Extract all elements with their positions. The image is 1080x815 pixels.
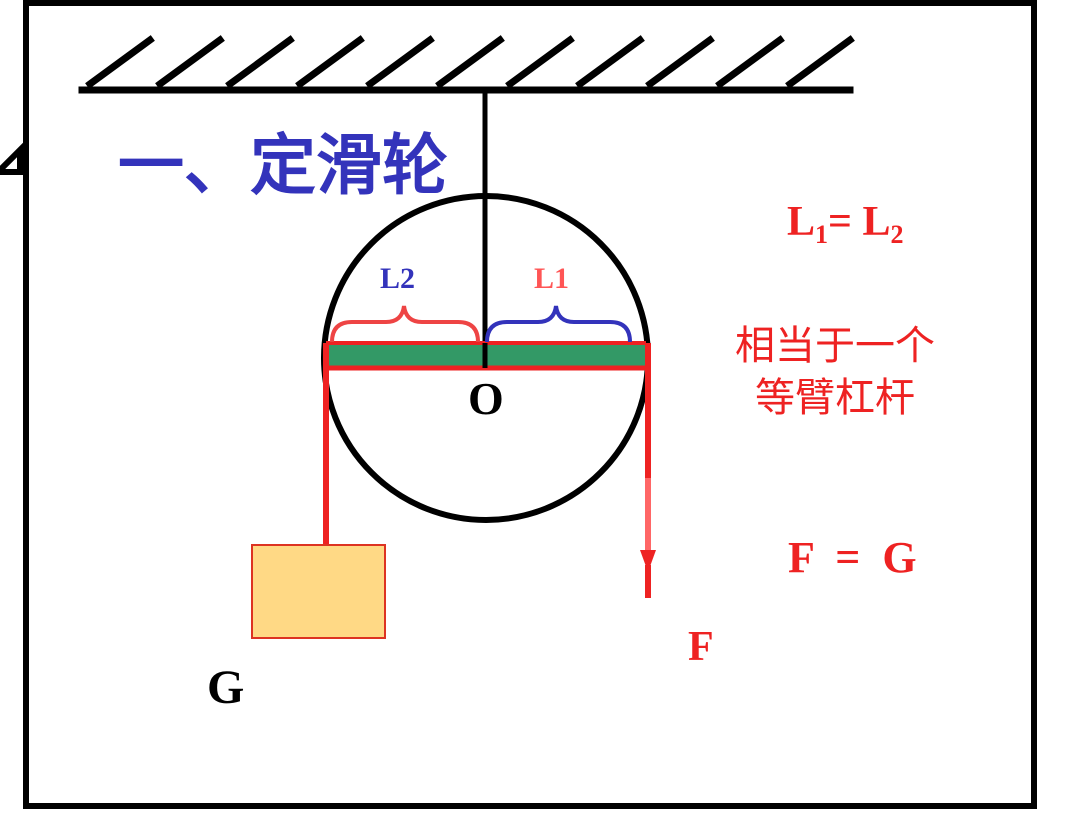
corner-mark — [0, 142, 23, 175]
force-arrow-head — [640, 550, 656, 572]
weight-label: G — [207, 661, 245, 714]
weight-block — [251, 544, 386, 639]
arm-equation-left: L — [787, 199, 816, 245]
arm-equation: L1= L2 — [787, 198, 903, 250]
l1-brace — [485, 305, 632, 343]
l1-label: L1 — [534, 262, 570, 295]
force-label: F — [688, 624, 714, 670]
lever-description: 相当于一个 等臂杠杆 — [735, 320, 935, 424]
arm-equation-right-sub: 2 — [890, 220, 904, 249]
l2-brace — [330, 305, 480, 343]
l2-label: L2 — [380, 262, 416, 295]
arm-equation-left-sub: 1 — [815, 220, 829, 249]
force-equation: F = G — [788, 533, 917, 582]
pivot-label: O — [468, 373, 504, 424]
frame-border — [23, 0, 1037, 809]
ceiling — [78, 35, 855, 94]
lever-description-line1: 相当于一个 — [735, 323, 935, 369]
lever-description-line2: 等臂杠杆 — [755, 375, 915, 421]
arm-equation-eq: = L — [828, 199, 891, 245]
page-title: 一、定滑轮 — [118, 127, 448, 204]
